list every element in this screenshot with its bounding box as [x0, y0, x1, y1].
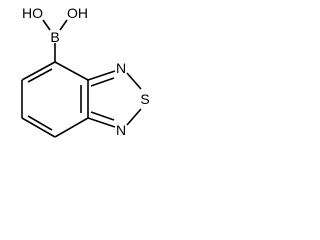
bond-s-n-bottom — [126, 108, 142, 126]
atom-label-sulfur: S — [140, 91, 149, 107]
bond-double-inner-2 — [27, 115, 53, 131]
atom-label-boron: B — [50, 29, 59, 45]
atom-label-nitrogen-bottom: N — [116, 122, 126, 138]
bond-ring-6 — [21, 61, 56, 81]
bond-c-n-top — [87, 70, 116, 81]
bond-b-oh-right — [59, 19, 68, 31]
bond-n-top-s — [126, 72, 142, 90]
atom-label-nitrogen-top: N — [116, 60, 126, 76]
bond-ring-4 — [21, 117, 56, 138]
bond-b-oh-left — [42, 19, 51, 31]
structure-diagram: B HO OH N S N — [21, 5, 150, 138]
bond-ring-3 — [54, 117, 89, 138]
bond-c-n-bottom — [87, 117, 116, 128]
atom-label-hydroxyl-left: HO — [22, 5, 43, 21]
bond-n-top-double — [90, 77, 115, 87]
atom-label-hydroxyl-right: OH — [67, 5, 88, 21]
bond-n-bottom-double — [90, 111, 115, 121]
bond-double-inner-3 — [27, 68, 53, 83]
bond-ring-1 — [54, 61, 89, 81]
